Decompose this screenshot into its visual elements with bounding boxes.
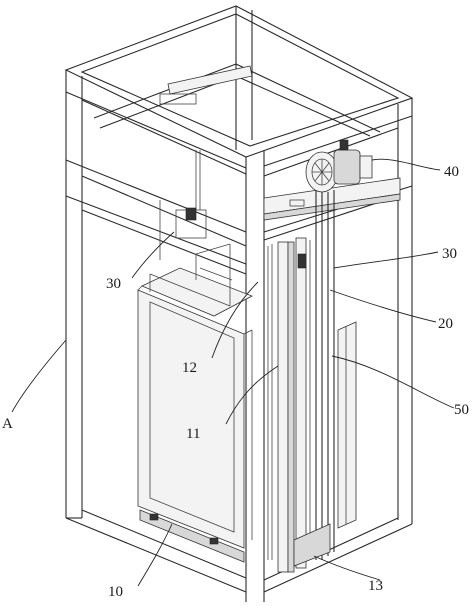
label-10: 10 bbox=[108, 584, 123, 600]
label-30-left: 30 bbox=[106, 276, 121, 292]
traction-machine bbox=[305, 139, 373, 193]
ropes-counterweight bbox=[293, 190, 357, 567]
label-20: 20 bbox=[438, 316, 453, 332]
leader-lines bbox=[11, 158, 455, 587]
label-12: 12 bbox=[182, 360, 197, 376]
top-girder bbox=[159, 65, 401, 221]
label-11: 11 bbox=[186, 426, 200, 442]
guide-rails bbox=[267, 237, 307, 573]
elevator-car bbox=[137, 285, 253, 563]
label-13: 13 bbox=[368, 578, 383, 594]
label-A: A bbox=[2, 416, 13, 432]
label-30-right: 30 bbox=[442, 246, 457, 262]
outer-frame bbox=[64, 5, 414, 602]
label-40: 40 bbox=[444, 164, 459, 180]
label-50: 50 bbox=[454, 402, 469, 418]
car-top bbox=[141, 150, 253, 317]
reference-labels: 40 30 30 20 12 50 11 A 10 13 bbox=[2, 164, 469, 600]
